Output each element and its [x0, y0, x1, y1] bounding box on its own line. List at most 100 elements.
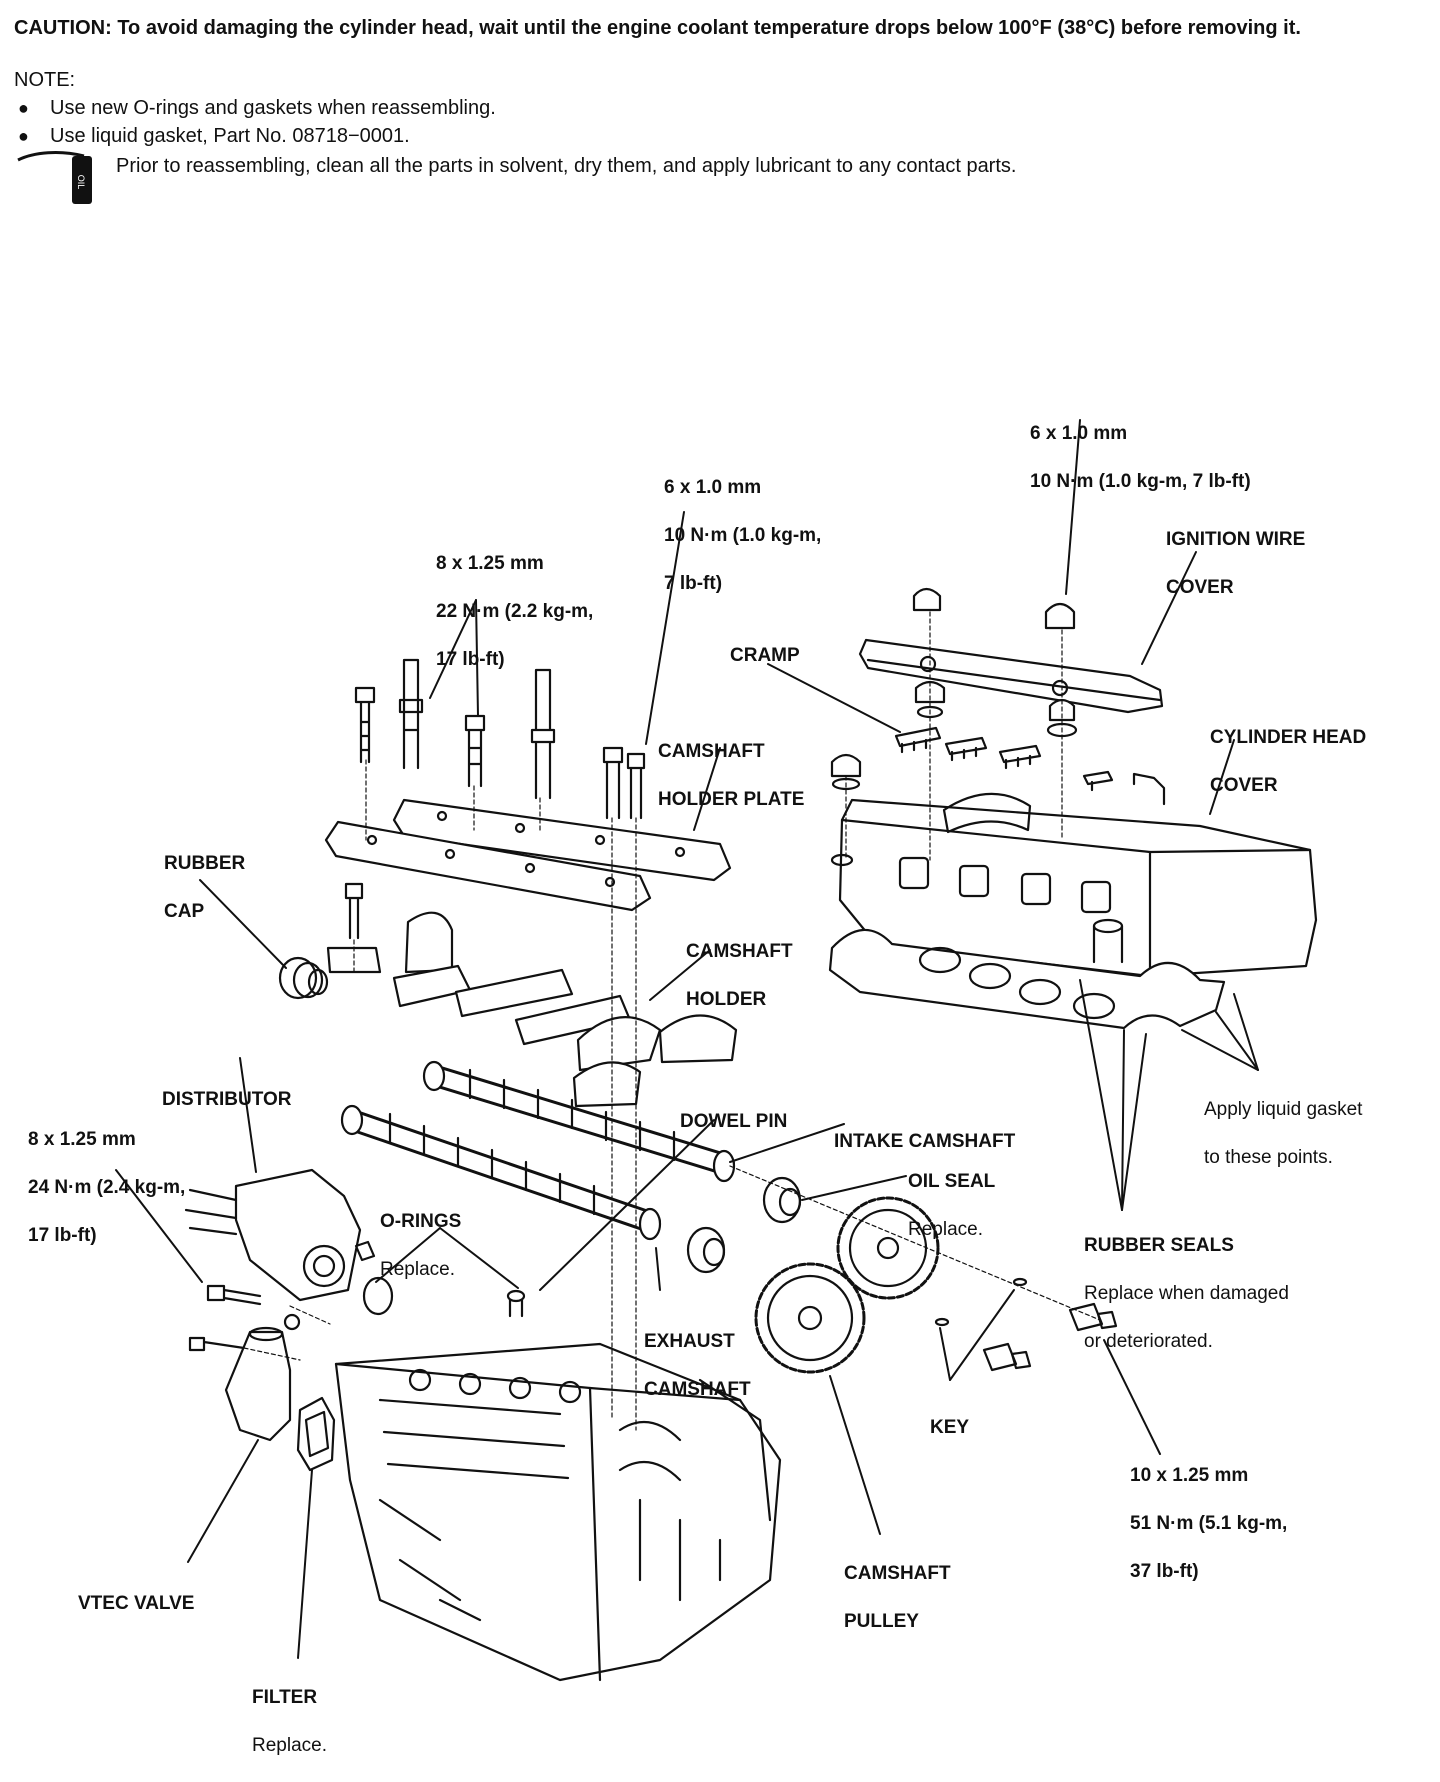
bolt-size: 6 x 1.0 mm [1030, 423, 1128, 444]
oil-can-icon: OIL [17, 151, 92, 204]
bolt-torque-lbft: 17 lb-ft) [436, 649, 505, 670]
cramps [894, 726, 1166, 806]
callout-exhaust-camshaft: EXHAUST CAMSHAFT [644, 1306, 751, 1426]
callout-filter: FILTER Replace. [252, 1662, 327, 1782]
label-line: DISTRIBUTOR [162, 1089, 292, 1110]
bolt-size: 6 x 1.0 mm [664, 477, 762, 498]
callout-dowel-pin: DOWEL PIN [680, 1086, 787, 1158]
label-line: CAMSHAFT [686, 941, 793, 962]
label-line: Replace when damaged [1084, 1283, 1289, 1304]
cap-nuts [830, 587, 1078, 791]
callout-camshaft-pulley: CAMSHAFT PULLEY [844, 1538, 951, 1658]
callout-intake-camshaft: INTAKE CAMSHAFT [834, 1106, 1015, 1178]
rubber-cap [278, 956, 329, 1000]
label-line: CRAMP [730, 645, 800, 666]
label-line: INTAKE CAMSHAFT [834, 1131, 1016, 1152]
label-line: EXHAUST [644, 1331, 735, 1352]
callout-pulley-bolt: 10 x 1.25 mm 51 N·m (5.1 kg-m, 37 lb-ft) [1130, 1440, 1287, 1608]
intake-camshaft [422, 1060, 736, 1183]
bolt-torque: 10 N·m (1.0 kg-m, [664, 525, 822, 546]
note-list: ● Use new O-rings and gaskets when reasse… [14, 94, 1424, 150]
label-line: HOLDER [686, 989, 767, 1010]
label-line: Replace. [380, 1259, 455, 1280]
label-line: COVER [1166, 577, 1234, 598]
callout-rubber-cap: RUBBER CAP [164, 828, 245, 948]
bolt-torque: 22 N·m (2.2 kg-m, [436, 601, 594, 622]
keys-and-bolts [934, 1277, 1118, 1372]
label-line: IGNITION WIRE [1166, 529, 1306, 550]
callout-apply-liquid-gasket: Apply liquid gasket to these points. [1204, 1074, 1362, 1194]
label-line: HOLDER PLATE [658, 789, 805, 810]
label-line: Replace. [252, 1735, 327, 1756]
camshaft-pulleys [754, 1196, 940, 1374]
camshaft-holders [326, 911, 738, 1108]
label-line: PULLEY [844, 1611, 919, 1632]
callout-cylinder-head-cover: CYLINDER HEAD COVER [1210, 702, 1366, 822]
label-line: DOWEL PIN [680, 1111, 788, 1132]
cylinder-head-cover [830, 792, 1318, 978]
leader-lines [115, 419, 1259, 1659]
camshaft-holder-plates [324, 798, 732, 912]
bolt-torque-lbft: 7 lb-ft) [664, 573, 723, 594]
o-rings-dowel [362, 1276, 526, 1318]
label-line: to these points. [1204, 1147, 1333, 1168]
vtec-valve [188, 1326, 292, 1442]
label-line: KEY [930, 1417, 970, 1438]
label-line: or deteriorated. [1084, 1331, 1213, 1352]
head-cover-gasket [828, 928, 1226, 1030]
callout-camshaft-holder: CAMSHAFT HOLDER [686, 916, 793, 1036]
oil-note-text: Prior to reassembling, clean all the par… [116, 155, 1017, 177]
label-line: O-RINGS [380, 1211, 462, 1232]
callout-ignition-wire-cover: IGNITION WIRE COVER [1166, 504, 1305, 624]
bolt-torque: 10 N·m (1.0 kg-m, 7 lb-ft) [1030, 471, 1251, 492]
bullet-icon: ● [18, 98, 29, 118]
callout-rubber-seals: RUBBER SEALS Replace when damaged or det… [1084, 1210, 1289, 1378]
label-line: CAMSHAFT [658, 741, 765, 762]
callout-distributor-bolt: 8 x 1.25 mm 24 N·m (2.4 kg-m, 17 lb-ft) [28, 1104, 185, 1272]
head-bolts [344, 658, 646, 940]
bolt-torque: 24 N·m (2.4 kg-m, [28, 1177, 186, 1198]
oil-icon-label: OIL [76, 175, 86, 190]
label-line: CAP [164, 901, 205, 922]
exploded-view-diagram [115, 419, 1318, 1682]
filter [296, 1396, 336, 1472]
caution-text: CAUTION: To avoid damaging the cylinder … [14, 17, 1301, 39]
oil-seals [686, 1176, 802, 1274]
note-text: Use new O-rings and gaskets when reassem… [50, 97, 496, 119]
bullet-icon: ● [18, 126, 29, 146]
note-item: ● Use new O-rings and gaskets when reasse… [14, 94, 1424, 122]
note-label: NOTE: [14, 69, 76, 91]
bolt-size: 8 x 1.25 mm [28, 1129, 136, 1150]
bolt-torque: 51 N·m (5.1 kg-m, [1130, 1513, 1288, 1534]
label-line: OIL SEAL [908, 1171, 996, 1192]
note-item: ●Use liquid gasket, Part No. 08718−0001. [14, 122, 1424, 150]
callout-o-rings: O-RINGS Replace. [380, 1186, 461, 1306]
label-line: RUBBER SEALS [1084, 1235, 1234, 1256]
label-line: CYLINDER HEAD [1210, 727, 1367, 748]
label-line: RUBBER [164, 853, 246, 874]
callout-vtec-valve: VTEC VALVE [78, 1568, 194, 1640]
callout-bolt-ignition-cover: 6 x 1.0 mm 10 N·m (1.0 kg-m, 7 lb-ft) [1030, 398, 1251, 518]
cylinder-head [334, 1342, 782, 1682]
exhaust-camshaft [340, 1104, 662, 1241]
callout-oil-seal: OIL SEAL Replace. [908, 1146, 995, 1266]
label-line: VTEC VALVE [78, 1593, 195, 1614]
label-line: Apply liquid gasket [1204, 1099, 1363, 1120]
bolt-torque-lbft: 37 lb-ft) [1130, 1561, 1199, 1582]
callout-distributor: DISTRIBUTOR [162, 1064, 291, 1136]
bolt-size: 8 x 1.25 mm [436, 553, 544, 574]
distributor-bolt [206, 1284, 262, 1306]
callout-bolt-holder-plate: 6 x 1.0 mm 10 N·m (1.0 kg-m, 7 lb-ft) [664, 452, 821, 620]
callout-camshaft-holder-plate: CAMSHAFT HOLDER PLATE [658, 716, 804, 836]
distributor [184, 1168, 376, 1331]
label-line: FILTER [252, 1687, 318, 1708]
label-line: COVER [1210, 775, 1278, 796]
bolt-torque-lbft: 17 lb-ft) [28, 1225, 97, 1246]
label-line: Replace. [908, 1219, 983, 1240]
label-line: CAMSHAFT [644, 1379, 751, 1400]
bolt-size: 10 x 1.25 mm [1130, 1465, 1249, 1486]
callout-key: KEY [930, 1392, 969, 1464]
label-line: CAMSHAFT [844, 1563, 951, 1584]
alignment-lines [243, 611, 1101, 1431]
callout-cramp: CRAMP [730, 620, 800, 692]
